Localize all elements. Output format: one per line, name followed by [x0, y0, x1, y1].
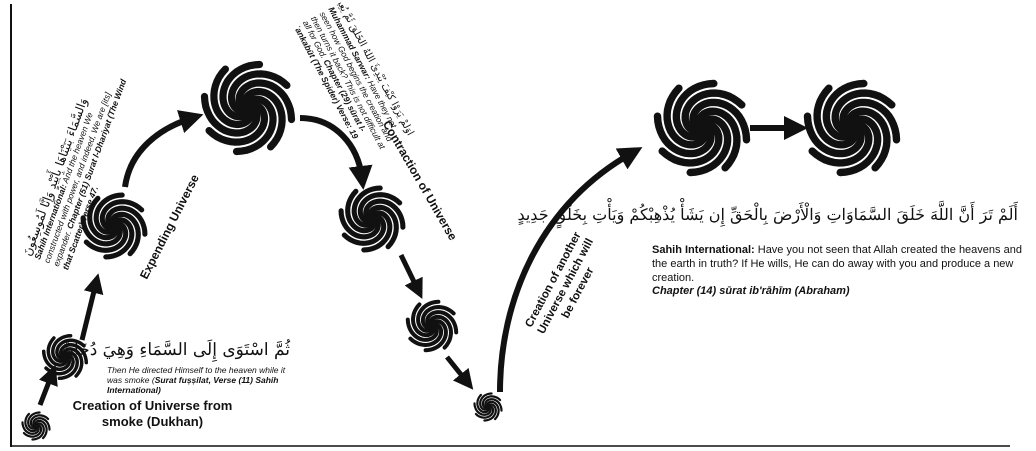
spiral-galaxy-6-icon	[408, 302, 456, 350]
spiral-galaxy-4-icon	[205, 65, 292, 152]
arrow-spiral6-to-7	[447, 357, 467, 382]
abraham-verse-translation: Sahih International: Have you not seen t…	[652, 244, 1032, 299]
arrow-spiral2-to-3	[82, 283, 96, 340]
arrow-spiral3-to-4	[125, 118, 192, 187]
abraham-verse-arabic: أَلَمْ تَرَ أَنَّ اللَّهَ خَلَقَ السَّمَ…	[650, 205, 1018, 224]
smoke-verse-translation: Then He directed Himself to the heaven w…	[107, 365, 292, 396]
arrow-spiral1-to-2	[40, 374, 52, 405]
abraham-verse-prefix: Sahih International:	[652, 244, 755, 256]
spiral-galaxy-9-icon	[808, 84, 897, 173]
spiral-galaxy-5-icon	[341, 188, 403, 250]
smoke-verse-arabic: ثُمَّ اسْتَوَى إِلَى السَّمَاءِ وَهِيَ د…	[100, 340, 290, 360]
smoke-creation-label: Creation of Universe from smoke (Dukhan)	[65, 398, 240, 429]
spiral-galaxy-7-icon	[475, 394, 502, 421]
abraham-verse-reference: Chapter (14) sūrat ib'rāhīm (Abraham)	[652, 285, 850, 297]
spiral-galaxy-1-icon	[23, 413, 50, 440]
arrow-spiral5-to-6	[401, 255, 418, 290]
spiral-galaxy-8-icon	[658, 84, 747, 173]
